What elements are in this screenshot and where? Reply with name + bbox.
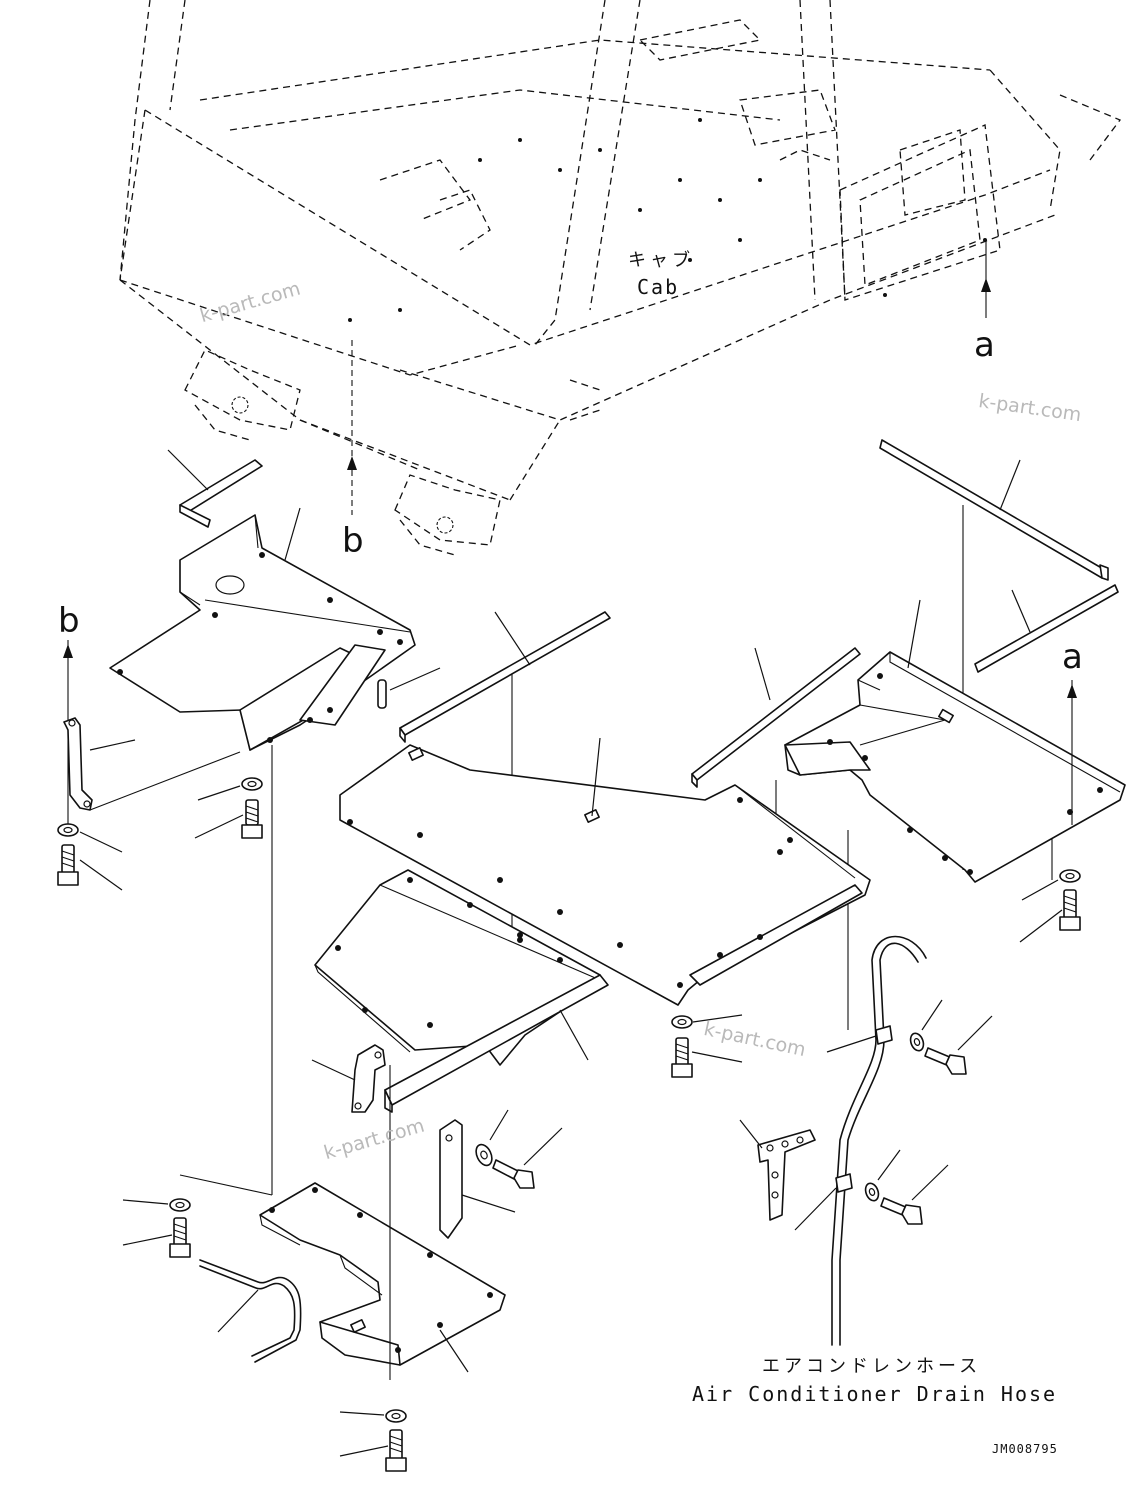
washer-hose-lower: [864, 1149, 901, 1202]
drain-hose: [831, 935, 927, 1346]
assembly-line-bracket: [89, 751, 241, 811]
bottom-cover-plate: [179, 1065, 506, 1380]
washer-right: [1021, 869, 1081, 901]
bolt-right: [1019, 889, 1081, 943]
ref-letter-a-right: a: [1062, 637, 1083, 677]
ref-arrow-a-right: [1067, 680, 1077, 825]
floor-plate-center: [339, 737, 871, 1006]
bolt-mid: [671, 1037, 743, 1078]
pin-left: [377, 667, 441, 709]
bracket-center: [311, 1044, 386, 1113]
cable-rod: [199, 1259, 302, 1363]
floor-plate-right: [784, 599, 1126, 883]
washer-left-upper: [197, 777, 263, 801]
washer-center: [475, 1109, 509, 1167]
bolt-hose-lower: [880, 1164, 949, 1225]
seal-strip-right-center: [691, 647, 861, 788]
washer-bottom-center: [339, 1409, 407, 1423]
seal-strip-right-short: [974, 584, 1119, 673]
drawing-code: JM008795: [992, 1442, 1058, 1456]
cab-body: [119, 0, 1122, 556]
bolt-center: [492, 1127, 563, 1189]
washer-bottom-left: [122, 1198, 191, 1212]
ref-letter-b-left: b: [58, 601, 80, 641]
bolt-bottom-left: [122, 1217, 191, 1258]
washer-mid: [671, 1014, 743, 1029]
bolt-left-lower: [57, 844, 123, 891]
cab-label-en: Cab: [637, 275, 680, 299]
bolt-left-upper: [194, 799, 263, 839]
seal-strip-left: [167, 449, 263, 528]
ref-letter-b-center: b: [342, 521, 364, 561]
cab-label-jp: キャブ: [628, 250, 694, 271]
ref-arrow-b-center: [347, 340, 357, 515]
hose-label-en: Air Conditioner Drain Hose: [692, 1382, 1058, 1406]
side-cover-vertical: [439, 1119, 516, 1239]
bolt-hose-upper: [924, 1015, 993, 1075]
hose-label-jp: エアコンドレンホース: [762, 1356, 982, 1377]
seal-strip-center: [399, 611, 611, 743]
hose-clamp-lower: [794, 1173, 853, 1231]
hose-clamp-upper: [826, 1025, 893, 1053]
washer-left-lower: [57, 823, 123, 853]
seal-strip-right-long: [879, 439, 1109, 581]
bolt-bottom-center: [339, 1429, 407, 1472]
ref-letter-a-top: a: [974, 325, 995, 365]
clip-bracket: [739, 1119, 816, 1221]
floor-plate-lower: [314, 869, 609, 1113]
bracket-left: [63, 717, 136, 811]
ref-arrow-a-top: [981, 240, 991, 318]
cover-plate-left: [109, 507, 416, 751]
washer-hose-upper: [909, 999, 943, 1052]
